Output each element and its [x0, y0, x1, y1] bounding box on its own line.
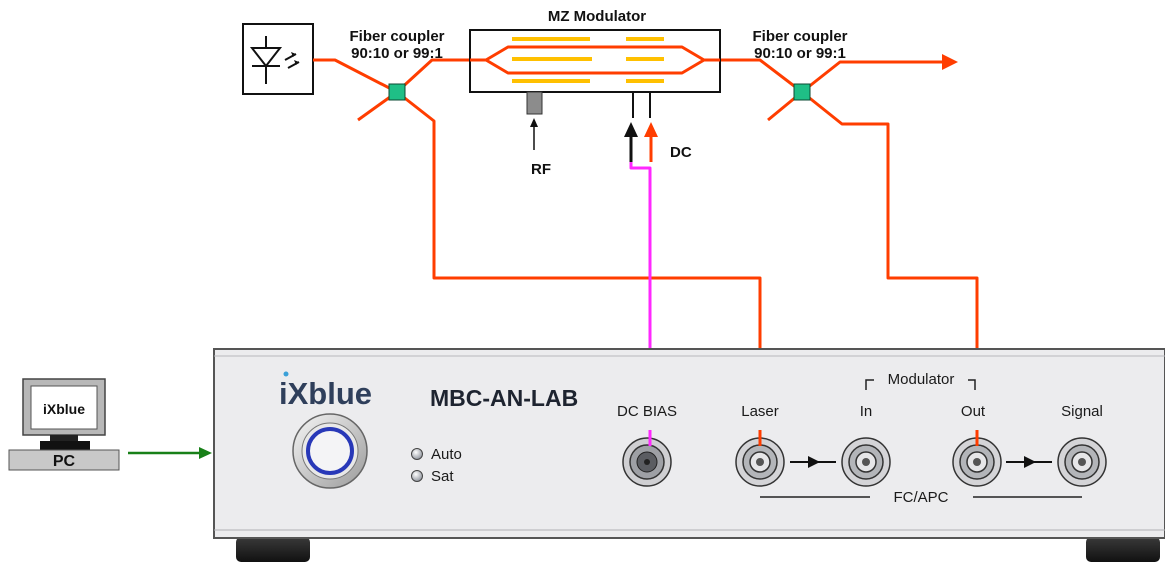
dc-arrows-icon — [624, 122, 658, 162]
output-arrow-icon — [942, 54, 958, 70]
modulator-group-bracket — [865, 379, 976, 390]
rf-arrow-icon — [530, 118, 538, 150]
connector-dc-bias[interactable] — [622, 437, 672, 487]
controller-front-panel — [213, 348, 1165, 539]
pc-computer: iXblue PC — [8, 378, 120, 471]
photodiode-icon — [242, 23, 314, 95]
port-label-laser: Laser — [741, 403, 779, 420]
connector-type-label: FC/APC — [893, 489, 948, 506]
port-label-signal: Signal — [1061, 403, 1103, 420]
auto-led-icon — [411, 448, 423, 460]
connector-out[interactable] — [952, 437, 1002, 487]
sat-led-icon — [411, 470, 423, 482]
modulator-group-label: Modulator — [888, 371, 955, 388]
fiber-right-coupler-to-out — [801, 90, 979, 438]
fiber-coupler-left — [388, 83, 406, 101]
coupler-right-ratio: 90:10 or 99:1 — [754, 45, 846, 62]
usb-link-arrow-icon — [128, 447, 212, 459]
mz-modulator — [469, 29, 721, 93]
fiber-photodiode-to-coupler — [313, 58, 398, 94]
pc-screen-text: iXblue — [43, 401, 85, 417]
rf-connector — [526, 91, 543, 115]
port-label-dc-bias: DC BIAS — [617, 403, 677, 420]
rf-label: RF — [531, 161, 551, 178]
connector-in[interactable] — [841, 437, 891, 487]
out-to-signal-arrow-icon — [1006, 456, 1052, 468]
sat-label: Sat — [431, 468, 454, 485]
fiber-left-coupler-to-modulator — [395, 58, 470, 94]
model-name: MBC-AN-LAB — [430, 385, 578, 411]
coupler-left-label: Fiber coupler — [349, 28, 444, 45]
coupler-left-ratio: 90:10 or 99:1 — [351, 45, 443, 62]
coupler-right-label: Fiber coupler — [752, 28, 847, 45]
controller-feet — [236, 537, 1160, 562]
modulator-title: MZ Modulator — [548, 8, 646, 25]
fiber-right-coupler-out — [801, 60, 950, 94]
brand-logo: iXblue — [279, 376, 372, 411]
dc-label: DC — [670, 144, 692, 161]
laser-to-in-arrow-icon — [790, 456, 836, 468]
port-label-in: In — [860, 403, 873, 420]
fiber-coupler-right — [793, 83, 811, 101]
auto-label: Auto — [431, 446, 462, 463]
pc-label: PC — [53, 453, 76, 470]
power-button[interactable] — [292, 413, 368, 489]
connector-signal[interactable] — [1057, 437, 1107, 487]
dc-bias-wire — [629, 162, 652, 438]
fiber-left-coupler-to-laser — [396, 90, 762, 438]
brand-dot-icon — [283, 371, 289, 377]
fiber-modulator-to-coupler — [720, 58, 803, 94]
port-label-out: Out — [961, 403, 986, 420]
